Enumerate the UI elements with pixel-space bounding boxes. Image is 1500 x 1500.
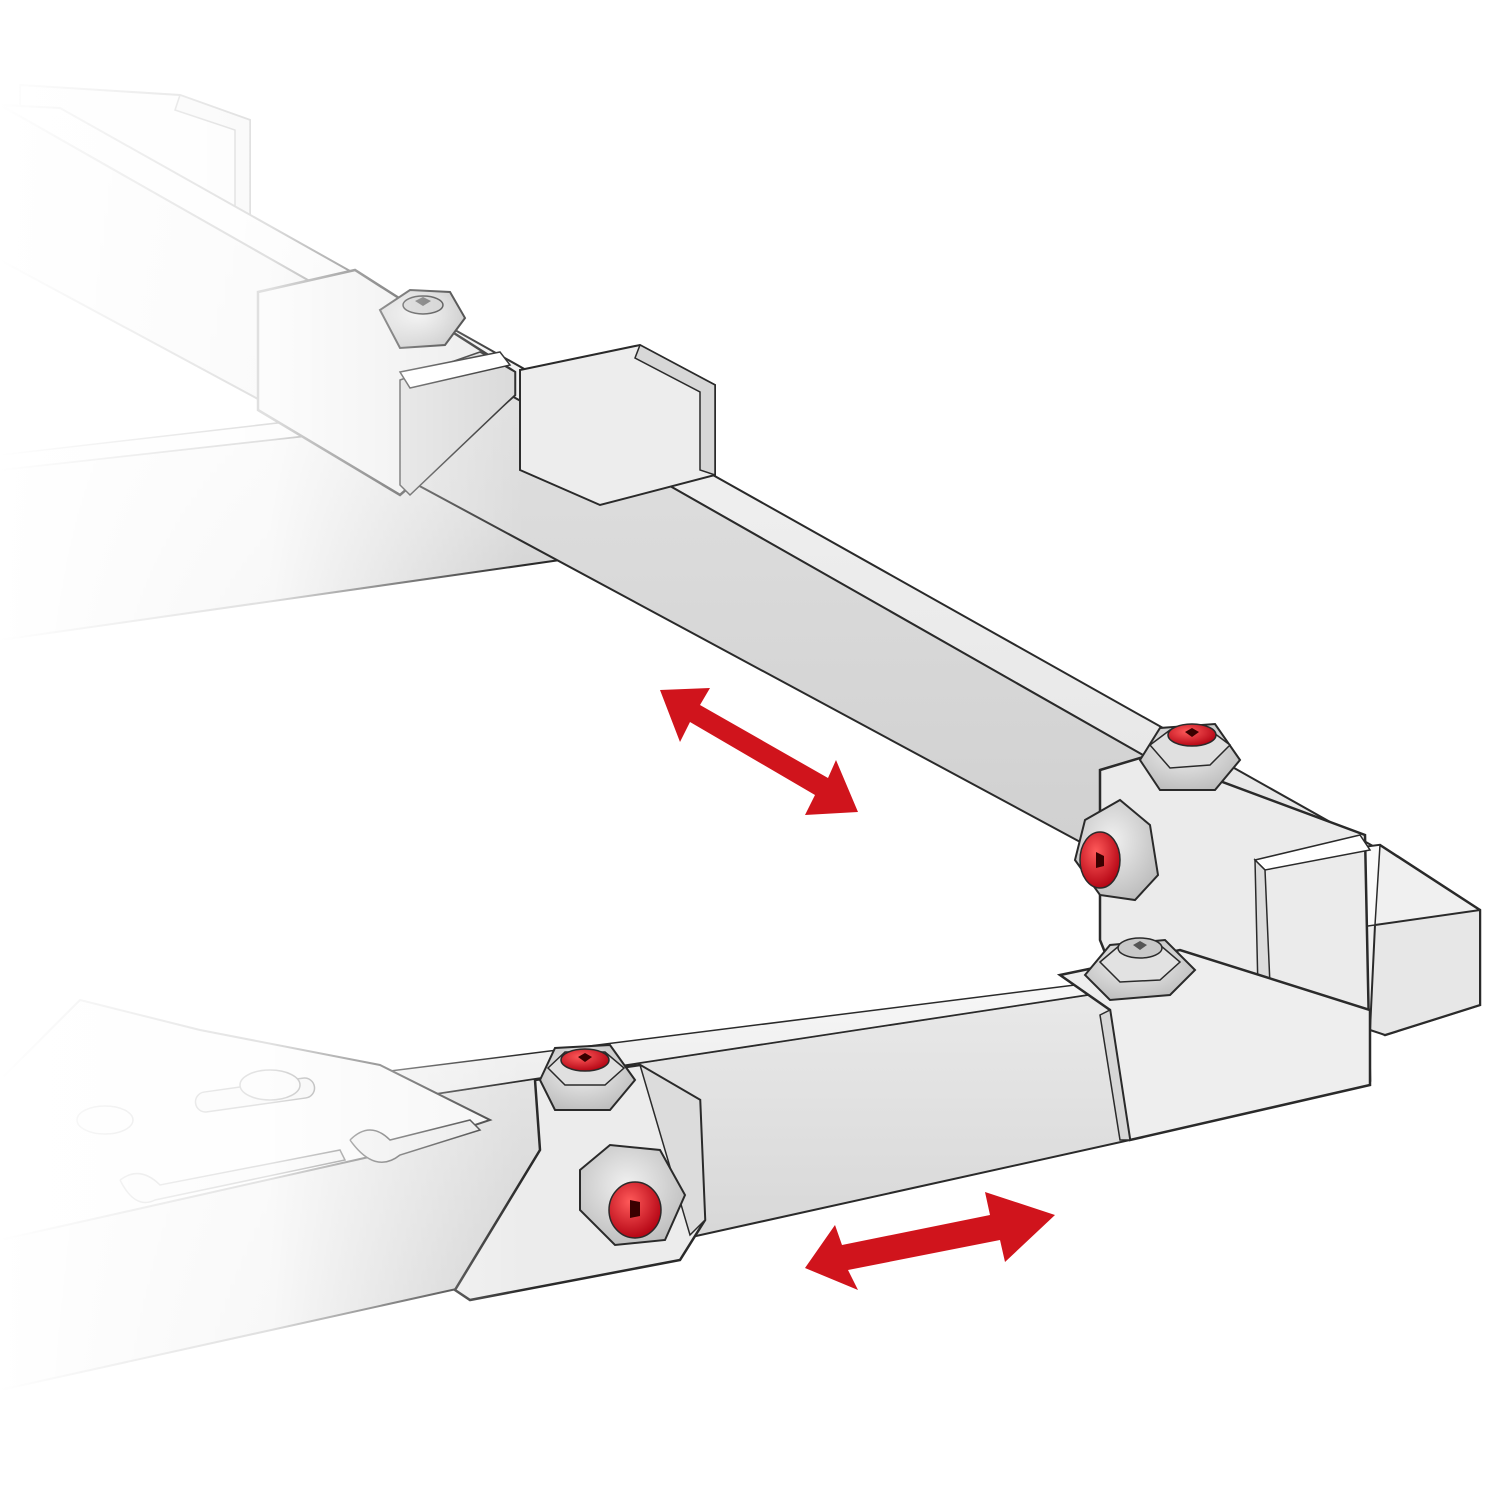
double-headed-arrow-icon — [805, 1192, 1055, 1290]
double-headed-arrow-icon — [660, 688, 858, 815]
